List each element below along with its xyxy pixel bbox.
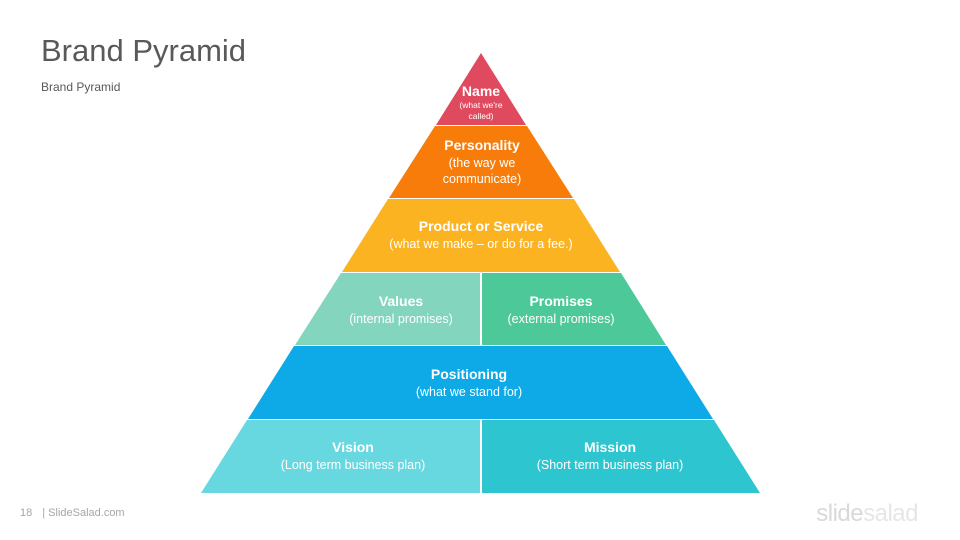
slide-subtitle: Brand Pyramid: [41, 80, 121, 94]
vision-title: Vision: [332, 439, 374, 455]
pyramid-level-personality: [389, 126, 573, 198]
values-subtitle: (internal promises): [349, 312, 453, 326]
footer: 18 | SlideSalad.com: [20, 507, 125, 519]
pyramid-level-promises: [482, 273, 666, 345]
personality-subtitle-line2: communicate): [443, 172, 522, 186]
positioning-title: Positioning: [431, 366, 507, 382]
pyramid-level-values: [295, 273, 480, 345]
logo-text-part1: slide: [816, 500, 864, 527]
pyramid-level-positioning: [248, 346, 713, 419]
name-subtitle-line1: (what we're: [459, 100, 502, 110]
slidesalad-logo: slidesalad: [816, 500, 918, 528]
product-subtitle: (what we make – or do for a fee.): [389, 237, 572, 251]
footer-site: | SlideSalad.com: [42, 507, 125, 519]
personality-subtitle-line1: (the way we: [449, 156, 516, 170]
logo-text-part2: salad: [863, 500, 918, 527]
promises-subtitle: (external promises): [508, 312, 615, 326]
promises-title: Promises: [529, 293, 592, 309]
page-number: 18: [20, 507, 33, 519]
vision-subtitle: (Long term business plan): [281, 458, 426, 472]
slide-title: Brand Pyramid: [41, 33, 247, 68]
mission-title: Mission: [584, 439, 636, 455]
name-subtitle-line2: called): [468, 111, 493, 121]
product-title: Product or Service: [419, 218, 544, 234]
mission-subtitle: (Short term business plan): [537, 458, 684, 472]
pyramid-level-vision: [201, 420, 480, 493]
values-title: Values: [379, 293, 424, 309]
pyramid-level-name: [436, 53, 526, 125]
personality-title: Personality: [444, 137, 520, 153]
pyramid-level-mission: [482, 420, 760, 493]
name-title: Name: [462, 83, 500, 99]
positioning-subtitle: (what we stand for): [416, 385, 522, 399]
pyramid-level-product: [342, 199, 620, 272]
